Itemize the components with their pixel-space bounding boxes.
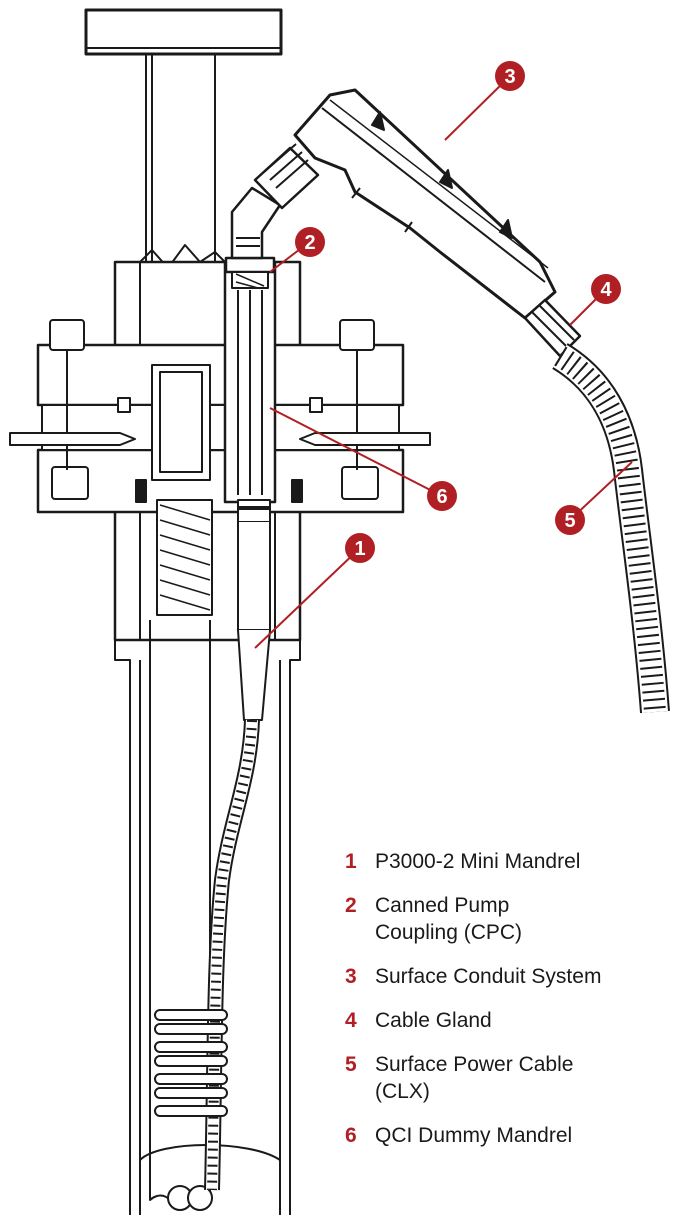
legend-label: P3000-2 Mini Mandrel bbox=[375, 848, 580, 875]
downhole-cable bbox=[204, 719, 260, 1191]
svg-text:3: 3 bbox=[504, 66, 515, 88]
legend-label-line-1: QCI Dummy Mandrel bbox=[375, 1124, 573, 1147]
legend-label-line-1: Surface Power Cable bbox=[375, 1053, 574, 1076]
legend-item-4: 4 Cable Gland bbox=[345, 1007, 670, 1034]
center-mandrel bbox=[223, 260, 277, 721]
svg-text:4: 4 bbox=[600, 279, 612, 301]
tubing-hanger bbox=[151, 364, 213, 616]
svg-text:1: 1 bbox=[354, 538, 365, 560]
legend-item-1: 1 P3000-2 Mini Mandrel bbox=[345, 848, 670, 875]
leader-line-1 bbox=[254, 547, 361, 649]
svg-text:6: 6 bbox=[436, 486, 447, 508]
callout-badge-1: 1 bbox=[345, 533, 375, 563]
callout-badge-6: 6 bbox=[427, 481, 457, 511]
callout-badge-2: 2 bbox=[295, 227, 325, 257]
legend-number: 4 bbox=[345, 1009, 357, 1032]
surface-power-cable bbox=[551, 343, 670, 714]
upper-stem bbox=[139, 54, 226, 269]
surface-conduit-housing bbox=[293, 88, 557, 320]
legend-item-2: 2 Canned Pump Coupling (CPC) bbox=[345, 892, 670, 946]
legend-label-line-1: Surface Conduit System bbox=[375, 965, 602, 988]
legend-label: Surface Conduit System bbox=[375, 963, 601, 990]
top-cap bbox=[84, 8, 283, 56]
legend-item-6: 6 QCI Dummy Mandrel bbox=[345, 1122, 670, 1149]
callout-badge-3: 3 bbox=[495, 61, 525, 91]
callout-badge-4: 4 bbox=[591, 274, 621, 304]
legend-number: 5 bbox=[345, 1053, 357, 1076]
legend-label-line-1: Cable Gland bbox=[375, 1009, 492, 1032]
component-legend: 1 P3000-2 Mini Mandrel 2 Canned Pump Cou… bbox=[345, 848, 670, 1166]
cable-gland bbox=[523, 298, 582, 358]
cable-protectors bbox=[154, 1009, 228, 1117]
legend-number: 3 bbox=[345, 965, 357, 988]
leader-line-6 bbox=[269, 407, 441, 496]
leader-line-5 bbox=[571, 461, 633, 519]
legend-label: Cable Gland bbox=[375, 1007, 492, 1034]
legend-number: 6 bbox=[345, 1124, 357, 1147]
legend-item-3: 3 Surface Conduit System bbox=[345, 963, 670, 990]
legend-item-5: 5 Surface Power Cable (CLX) bbox=[345, 1051, 670, 1105]
canned-pump-coupling bbox=[224, 256, 276, 289]
legend-number: 2 bbox=[345, 894, 357, 917]
svg-text:2: 2 bbox=[304, 232, 315, 254]
lower-casing bbox=[114, 620, 301, 1215]
legend-label-line-2: (CLX) bbox=[375, 1080, 430, 1103]
svg-text:5: 5 bbox=[564, 510, 575, 532]
legend-label: Surface Power Cable (CLX) bbox=[375, 1051, 573, 1105]
leader-line-3 bbox=[444, 77, 509, 141]
legend-number: 1 bbox=[345, 850, 357, 873]
union-connector bbox=[253, 143, 320, 210]
legend-label-line-1: Canned Pump bbox=[375, 894, 510, 917]
legend-label-line-2: Coupling (CPC) bbox=[375, 921, 523, 944]
callout-badge-5: 5 bbox=[555, 505, 585, 535]
legend-label: QCI Dummy Mandrel bbox=[375, 1122, 572, 1149]
upper-flange bbox=[9, 319, 431, 514]
legend-label-line-1: P3000-2 Mini Mandrel bbox=[375, 850, 581, 873]
legend-label: Canned Pump Coupling (CPC) bbox=[375, 892, 522, 946]
